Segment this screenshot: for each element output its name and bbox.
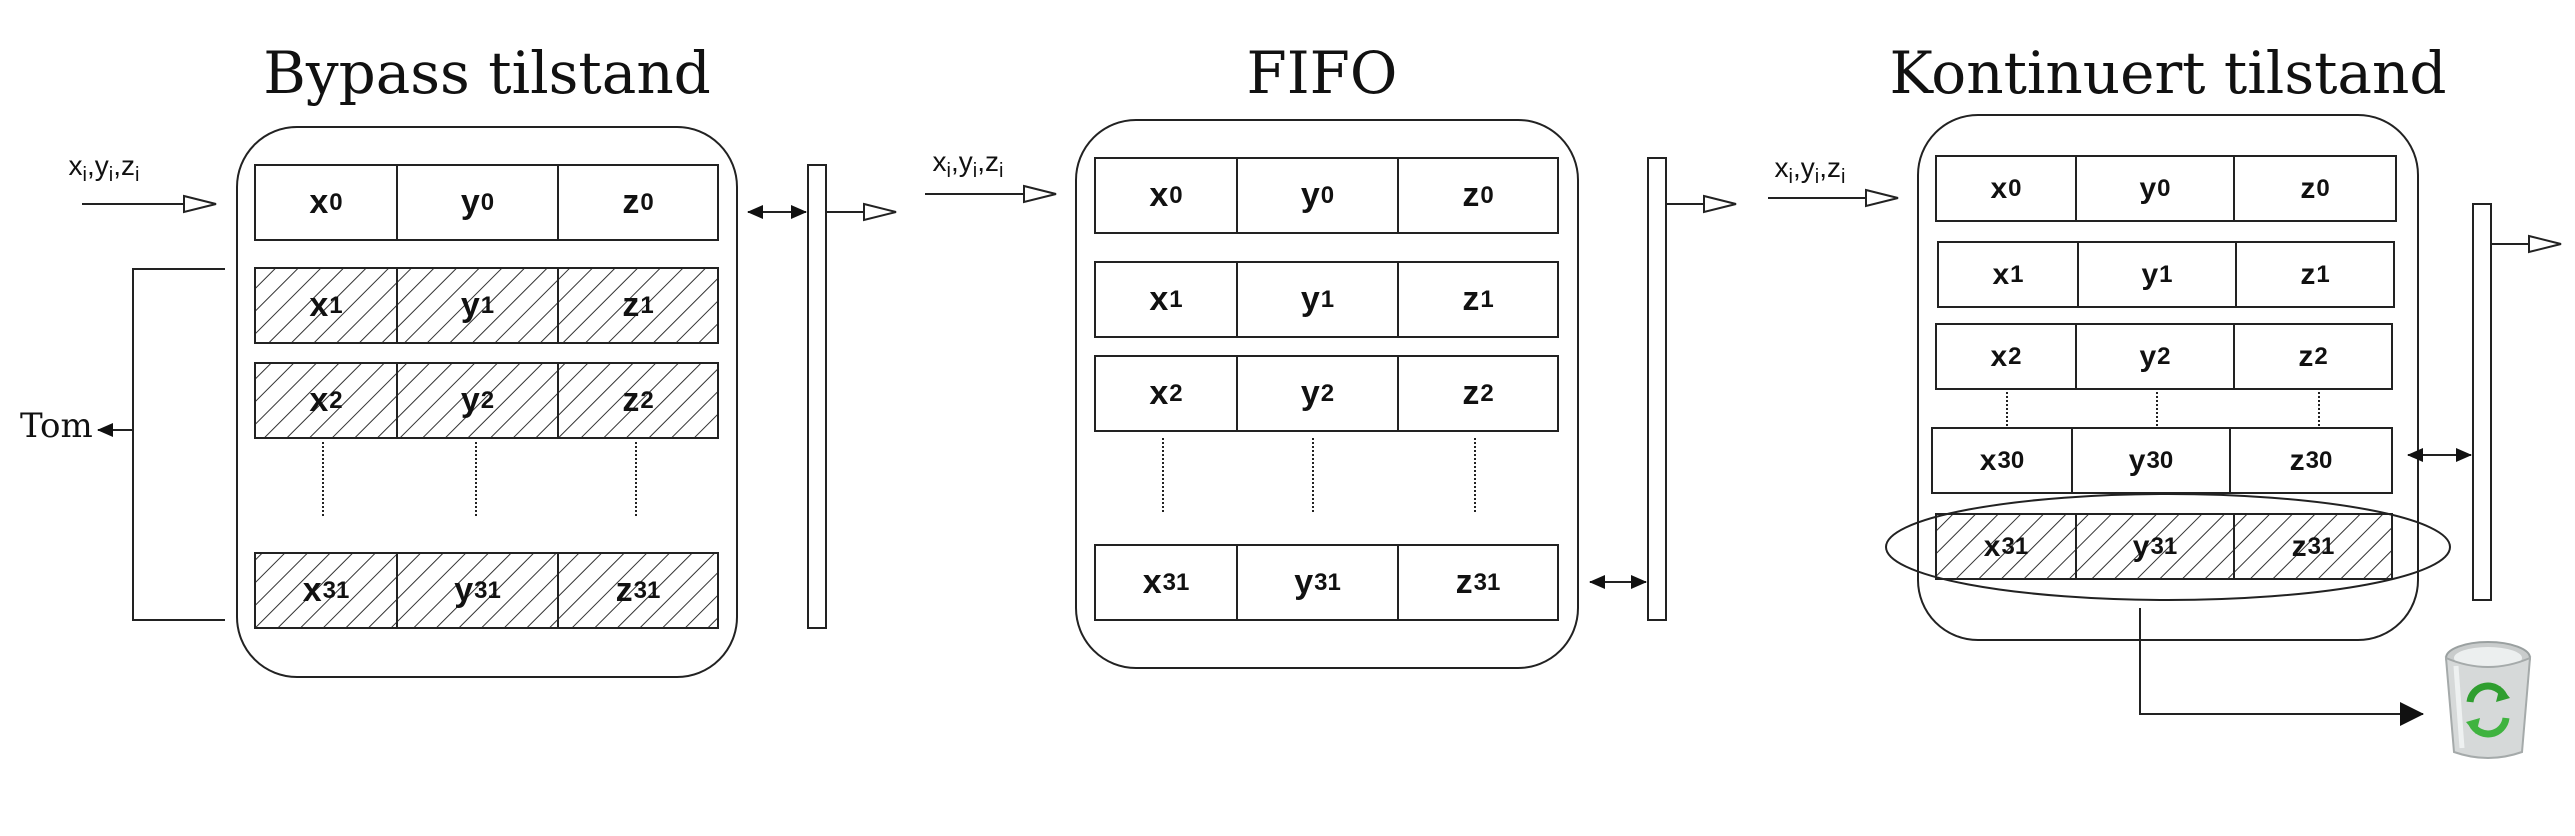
bypass-title: Bypass tilstand (263, 39, 711, 107)
fifo-ellipsis-x (1162, 438, 1164, 512)
fifo-ellipsis-y (1312, 438, 1314, 512)
continuous-title: Kontinuert tilstand (1889, 39, 2447, 107)
continuous-row-2 (1935, 323, 2393, 390)
continuous-ellipsis-z (2318, 392, 2320, 426)
fifo-row-31 (1094, 544, 1559, 621)
bypass-row-1 (254, 267, 719, 344)
fifo-row-1 (1094, 261, 1559, 338)
fifo-ellipsis-z (1474, 438, 1476, 512)
discard-ellipse (1885, 493, 2451, 601)
bypass-bus-bar (807, 164, 827, 629)
bypass-row-31 (254, 552, 719, 629)
bypass-row-2 (254, 362, 719, 439)
fifo-input-label: xi,yi,zi (932, 146, 1004, 182)
continuous-bus-bar (2472, 203, 2492, 601)
continuous-row-31 (1935, 513, 2393, 580)
fifo-bus-bar (1647, 157, 1667, 621)
continuous-ellipsis-y (2156, 392, 2158, 426)
discard-arrow (2139, 608, 2424, 726)
continuous-row-1 (1937, 241, 2395, 308)
continuous-ellipsis-x (2006, 392, 2008, 426)
bypass-container (236, 126, 738, 678)
bypass-row-0 (254, 164, 719, 241)
continuous-input-label: xi,yi,zi (1774, 152, 1846, 188)
tom-bracket (132, 268, 225, 621)
continuous-row-30 (1931, 427, 2393, 494)
fifo-row-2 (1094, 355, 1559, 432)
recycle-bin-icon (2444, 641, 2532, 759)
bypass-ellipsis-y (475, 442, 477, 516)
fifo-container (1075, 119, 1579, 669)
bypass-ellipsis-z (635, 442, 637, 516)
continuous-row-0 (1935, 155, 2397, 222)
fifo-row-0 (1094, 157, 1559, 234)
bypass-ellipsis-x (322, 442, 324, 516)
tom-label: Tom (20, 406, 93, 446)
fifo-title: FIFO (1246, 39, 1398, 107)
continuous-container (1917, 114, 2419, 641)
bypass-input-label: xi,yi,zi (68, 150, 140, 186)
